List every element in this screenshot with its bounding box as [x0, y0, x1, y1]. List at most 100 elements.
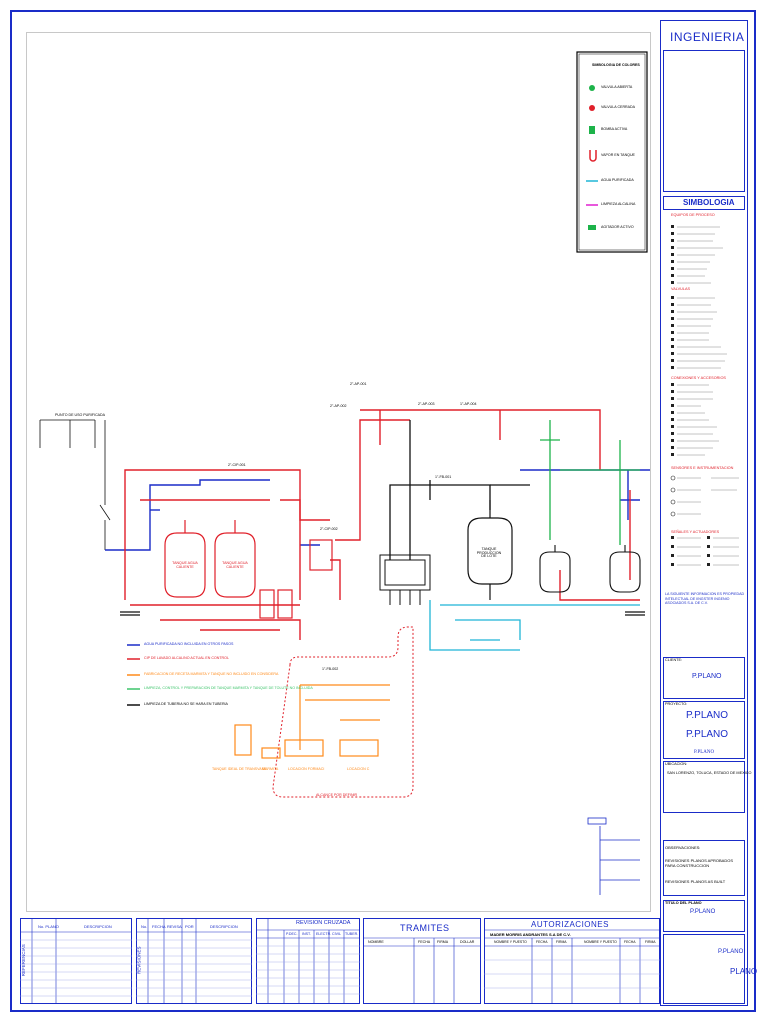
- plano-info-box: [663, 934, 745, 1004]
- line-tag-8: 1"-FB-002: [322, 667, 339, 671]
- bottom-label-transvase: TANQUE IDEAL DE TRANSVASE: [212, 767, 267, 771]
- ubicacion-box: [663, 761, 745, 813]
- observacion-1: REVISIONES PLANOS APROBADOS PARA CONSTRU…: [665, 858, 734, 869]
- titulo-value: P.PLANO: [690, 909, 716, 915]
- observacion-2: REVISIONES PLANOS AS BUILT: [665, 879, 726, 884]
- info-box-top: [663, 50, 745, 192]
- proyecto-line2: P.PLANO: [686, 729, 729, 740]
- tank-label-1: TANQUE AGUA CALIENTE: [172, 561, 198, 569]
- cliente-box: [663, 657, 745, 699]
- sym-section-conexiones: CONEXIONES Y ACCESORIOS: [671, 376, 726, 380]
- sym-section-senales: SEÑALES Y ACTUADORES: [671, 530, 720, 534]
- revision-header-fecha: FECHA: [152, 924, 166, 929]
- legal-note: LA SIGUIENTE INFORMACION ES PROPIEDAD IN…: [665, 592, 745, 606]
- tramites-title: TRAMITES: [400, 923, 450, 933]
- revision-cruzada-title: REVISION CRUZADA: [296, 920, 351, 926]
- ubicacion-label: UBICACION:: [665, 762, 688, 766]
- revision-header-por: POR: [185, 924, 194, 929]
- rc-col-inst: INST.: [302, 932, 311, 936]
- aut-col-nombre-2: NOMBRE Y PUESTO: [584, 940, 617, 944]
- line-tag-7: 1"-FB-001: [435, 475, 452, 479]
- titulo-label: TITULO DEL PLANO: [665, 901, 702, 905]
- line-tag-5: 2"-CIP-001: [228, 463, 246, 467]
- bottom-label-locacion-c: LOCACION C: [347, 767, 370, 771]
- simbologia-title: SIMBOLOGIA: [683, 198, 735, 207]
- aut-col-firma-1: FIRMA: [556, 940, 567, 944]
- cliente-label: CLIENTE:: [665, 658, 683, 662]
- proyecto-box: [663, 701, 745, 759]
- proyecto-label: PROYECTO:: [665, 702, 688, 706]
- agitator-icon: [588, 225, 596, 230]
- rc-col-electr: ELECTR.: [316, 932, 332, 936]
- planos-table: [20, 918, 132, 1004]
- drawing-frame: [10, 10, 756, 1012]
- aut-col-nombre-1: NOMBRE Y PUESTO: [494, 940, 527, 944]
- line-legend-2: CIP DE LAVADO ALCALINO ACTUAL EN CONTROL: [144, 656, 229, 660]
- sym-section-equipos: EQUIPOS DE PROCESO: [671, 213, 715, 217]
- titulo-box: [663, 900, 745, 932]
- line-legend-5: LIMPIEZA DE TUBERIA NO SE HARA EN TUBERI…: [144, 702, 228, 706]
- proyecto-line3: P.PLANO: [694, 750, 715, 755]
- line-tag-1: 2"-AP-001: [350, 382, 367, 386]
- simbologia-header: [663, 196, 745, 210]
- legend-pump-active: BOMBA ACTIVA: [601, 127, 628, 131]
- ubicacion-value: SAN LORENZO, TOLUCA, ESTADO DE MEXICO: [667, 771, 752, 775]
- revisiones-table: [136, 918, 252, 1004]
- alcance-label: ALCANCE POR DEFINIR: [316, 793, 358, 797]
- bottom-label-locacion-formaci: LOCACION FORMACI: [288, 767, 325, 771]
- line-legend-3: FABRICACION DE RECETA MARMITA Y TANQUE N…: [144, 672, 279, 676]
- tramites-col-nombre: NOMBRE: [368, 940, 384, 944]
- aut-col-fecha-1: FECHA: [536, 940, 548, 944]
- color-legend-title: SIMBOLOGIA DE COLORES: [592, 63, 640, 67]
- plano-value: P.PLANO: [718, 949, 744, 955]
- legend-valve-closed: VALVULA CERRADA: [601, 105, 636, 109]
- tramites-col-firma: FIRMA: [437, 940, 449, 944]
- sym-section-sensores: SENSORES E INSTRUMENTACION: [671, 466, 734, 470]
- planos-header-desc: DESCRIPCION: [84, 924, 112, 929]
- autorizaciones-title: AUTORIZACIONES: [531, 920, 609, 929]
- production-tank-label: TANQUE PRODUCCION DE LOTE: [476, 547, 502, 559]
- pump-active-icon: [589, 126, 595, 134]
- planos-header-no: No. PLANO: [38, 924, 59, 929]
- legend-alkaline-cleaning: LIMPIEZA ALCALINA: [601, 202, 636, 206]
- purified-water-label: PUNTO DE USO PURIFICADA: [55, 413, 106, 417]
- company-name: INGENIERIA: [670, 30, 745, 44]
- observaciones-box: [663, 840, 745, 896]
- legend-valve-open: VALVULA ABIERTA: [601, 85, 633, 89]
- rc-col-civil: CIVIL: [332, 932, 341, 936]
- line-tag-4: 1"-AP-004: [460, 402, 477, 406]
- rc-col-tuber: TUBER.: [345, 932, 359, 936]
- line-tag-3: 2"-AP-003: [418, 402, 435, 406]
- revision-header-no: No.: [141, 924, 148, 929]
- revision-vertical-label: REVISIONES: [136, 946, 142, 975]
- proyecto-line1: P.PLANO: [686, 710, 729, 721]
- valve-closed-icon: [589, 105, 595, 111]
- sym-section-valvulas: VALVULAS: [671, 287, 691, 291]
- revision-cruzada-table: [256, 918, 360, 1004]
- rc-col-pdec: P.DEC.: [286, 932, 298, 936]
- line-legend-4: LIMPIEZA, CONTROL Y PREPARACION DE TANQU…: [144, 686, 313, 690]
- line-legend-1: AGUA PURIFICADA NO INCLUIDA EN OTROS PAS…: [144, 642, 234, 646]
- legend-steam-tank: VAPOR EN TANQUE: [601, 153, 635, 157]
- revision-header-desc: DESCRIPCION: [210, 924, 238, 929]
- tank-label-2: TANQUE AGUA CALIENTE: [222, 561, 248, 569]
- bottom-label-marmita: MARMITA: [262, 767, 279, 771]
- observaciones-title: OBSERVACIONES:: [665, 845, 701, 850]
- aut-col-fecha-2: FECHA: [624, 940, 636, 944]
- symbology-list: [670, 225, 739, 566]
- legend-purified-water: AGUA PURIFICADA: [601, 178, 634, 182]
- legend-agitator-active: AGITADOR ACTIVO: [601, 225, 634, 229]
- planos-vertical-label: REFERENCIAS: [20, 944, 26, 977]
- cliente-value: P.PLANO: [692, 673, 722, 680]
- valve-open-icon: [589, 85, 595, 91]
- drawing-area: [26, 32, 651, 912]
- revision-header-revisa: REVISA: [167, 924, 182, 929]
- autorizaciones-sub: MADER MORRIS ANDRANTES S.A DE C.V.: [490, 932, 571, 937]
- tramites-table: [363, 918, 481, 1004]
- title-block: [660, 20, 748, 1006]
- tramites-col-dollar: DOLLAR: [460, 940, 475, 944]
- line-tag-6: 2"-CIP-002: [320, 527, 338, 531]
- aut-col-firma-2: FIRMA: [645, 940, 656, 944]
